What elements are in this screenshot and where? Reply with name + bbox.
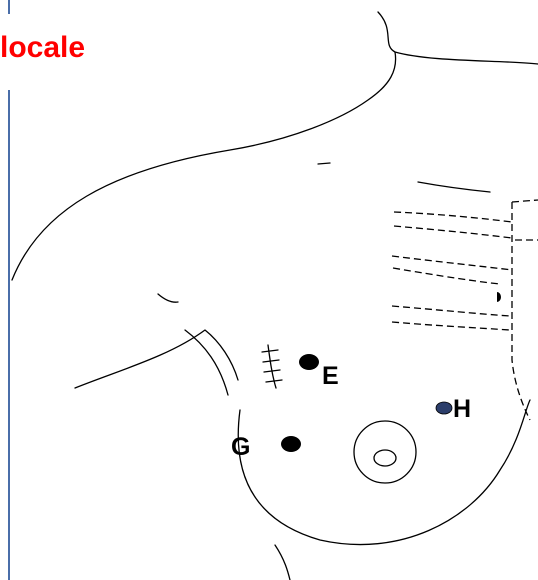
- chest-upper-contour: [12, 52, 396, 280]
- label-G: G: [231, 433, 250, 461]
- point-H: [436, 402, 452, 414]
- arm-contour: [75, 330, 238, 388]
- point-E: [299, 354, 319, 370]
- axilla-line: [158, 294, 178, 302]
- rib-line-5: [392, 306, 510, 316]
- rib-line-1: [394, 212, 512, 222]
- nipple: [374, 450, 396, 466]
- lower-line-left: [275, 545, 290, 580]
- label-E: E: [322, 362, 339, 390]
- mark-dot: [497, 292, 501, 302]
- areola: [354, 421, 416, 483]
- breast-contour: [238, 400, 530, 545]
- chest-mark: [418, 182, 490, 192]
- sternum-line: [512, 200, 538, 420]
- label-H: H: [453, 395, 471, 423]
- rib-line-3: [392, 256, 512, 270]
- rib-line-6: [392, 322, 510, 330]
- rib-line-2: [394, 226, 512, 238]
- neck-line: [378, 12, 538, 64]
- clavicle-mark: [318, 163, 330, 164]
- point-G: [281, 436, 301, 452]
- rib-line-4: [393, 268, 500, 284]
